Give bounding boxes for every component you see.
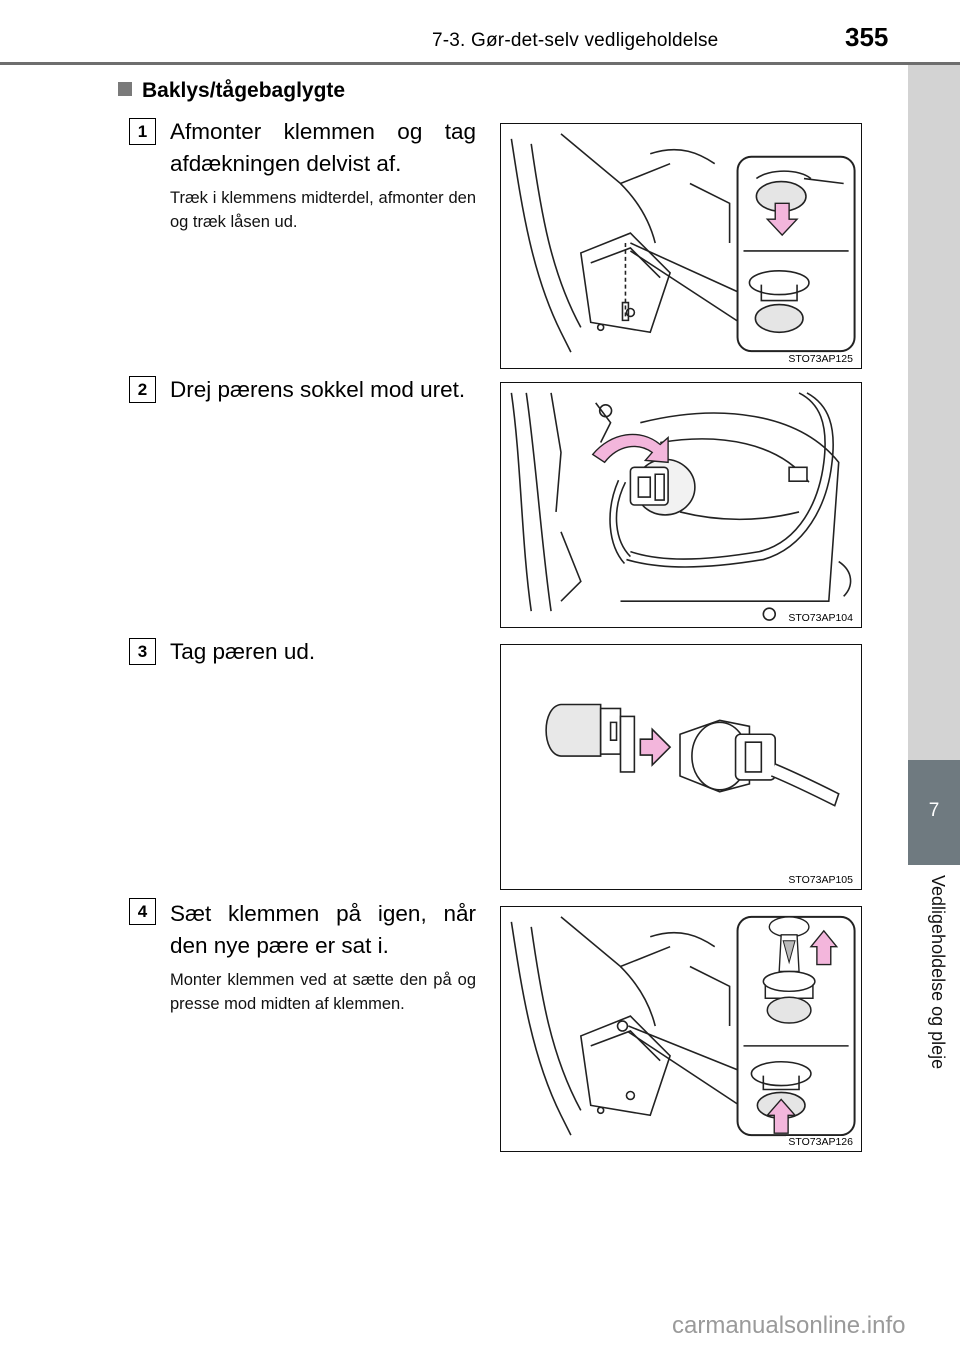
step-badge-1: 1 [129, 118, 156, 145]
step-1-text: Afmonter klemmen og tag afdækningen delv… [170, 119, 476, 176]
step-2-text: Drej pærens sokkel mod uret. [170, 377, 466, 402]
header-divider [0, 62, 960, 65]
bulb-socket-rotate-illustration [510, 392, 852, 621]
clip-removal-illustration [510, 133, 856, 353]
chapter-header-title: 7-3. Gør-det-selv vedligeholdelse [432, 30, 719, 51]
step-badge-4: 4 [129, 898, 156, 925]
step-4-note: Monter klemmen ved at sætte den på og pr… [170, 971, 476, 1013]
page-number: 355 [845, 22, 889, 52]
figure-step-4: STO73AP126 [500, 906, 862, 1152]
step-badge-3: 3 [129, 638, 156, 665]
figure-code-3: STO73AP105 [786, 874, 855, 886]
figure-step-2: STO73AP104 [500, 382, 862, 628]
step-4-text: Sæt klemmen på igen, når den nye pære er… [170, 901, 476, 958]
step-1-note: Træk i klemmens midterdel, afmonter den … [170, 189, 476, 231]
section-title: Baklys/tågebaglygte [142, 79, 346, 102]
figure-step-1: STO73AP125 [500, 123, 862, 369]
figure-step-3: STO73AP105 [500, 644, 862, 890]
chapter-side-label: Vedligeholdelse og pleje [928, 875, 948, 1070]
side-tab-background [908, 65, 960, 760]
chapter-tab[interactable] [908, 760, 960, 865]
figure-code-1: STO73AP125 [786, 353, 855, 365]
bulb-removal-illustration [545, 703, 840, 807]
section-square-icon [118, 82, 132, 96]
figure-code-2: STO73AP104 [786, 612, 855, 624]
watermark-link[interactable]: carmanualsonline.info [672, 1312, 906, 1339]
chapter-tab-number: 7 [928, 800, 940, 821]
step-badge-2: 2 [129, 376, 156, 403]
clip-install-illustration [510, 915, 856, 1137]
section-heading: Baklys/tågebaglygte [118, 79, 345, 103]
figure-code-4: STO73AP126 [786, 1136, 855, 1148]
step-3-text: Tag pæren ud. [170, 639, 316, 664]
